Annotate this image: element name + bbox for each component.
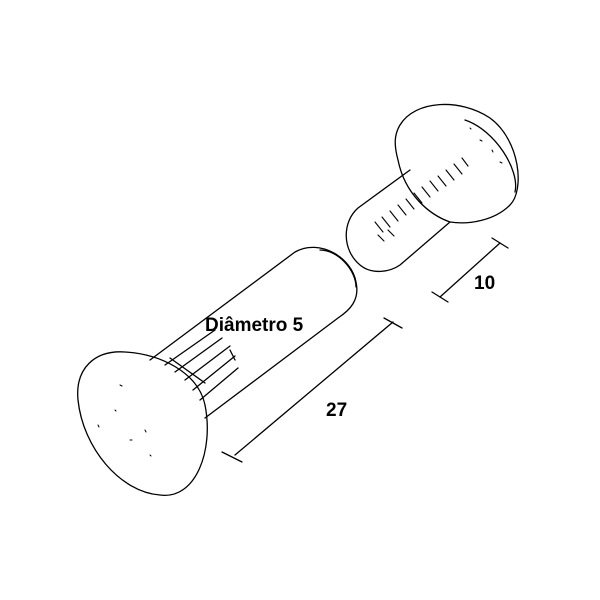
short-pin — [345, 103, 519, 273]
short-pin-head — [394, 103, 519, 224]
long-pin — [77, 246, 358, 496]
dimension-27 — [221, 317, 403, 463]
dimension-10 — [431, 237, 509, 303]
length-27-label: 27 — [326, 400, 348, 421]
long-pin-ribs — [164, 329, 239, 401]
short-pin-shaft — [345, 169, 451, 273]
length-10-label: 10 — [474, 273, 496, 294]
long-pin-head — [77, 351, 208, 496]
short-pin-rim — [464, 119, 517, 193]
long-pin-specks — [97, 384, 152, 457]
long-pin-end — [319, 249, 357, 288]
short-pin-teeth — [374, 157, 469, 242]
short-pin-specks — [469, 127, 503, 164]
diameter-label: Diâmetro 5 — [205, 315, 304, 336]
